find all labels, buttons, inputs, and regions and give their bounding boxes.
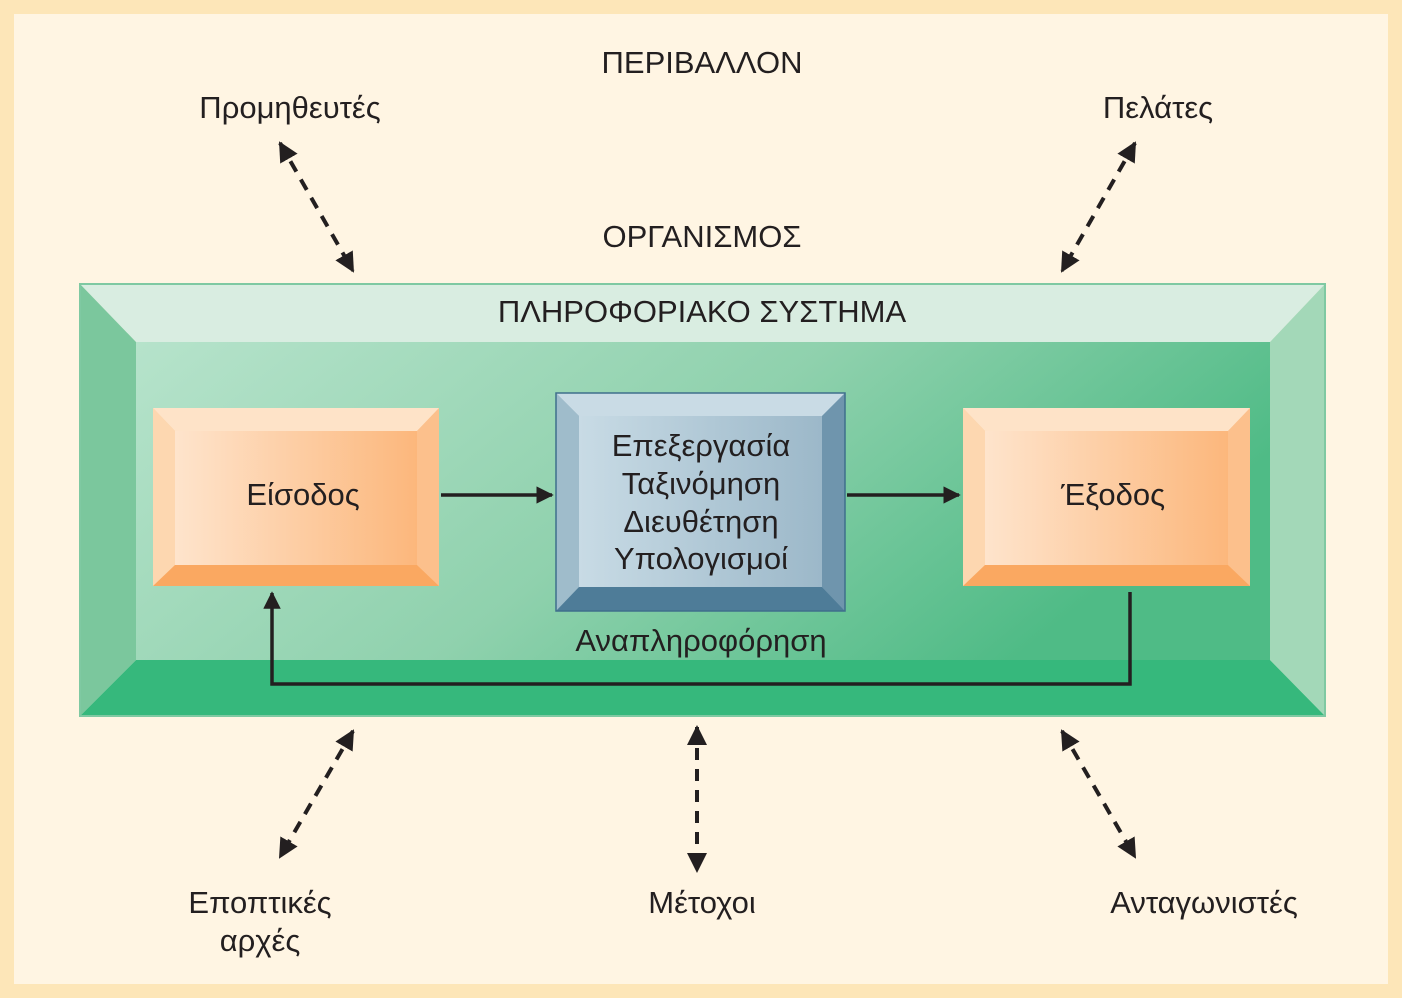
- input-box: [153, 408, 439, 586]
- suppliers-label: Προμηθευτές: [199, 90, 381, 125]
- arranging-label: Διευθέτηση: [623, 504, 779, 539]
- input-label: Είσοδος: [246, 477, 360, 512]
- regulators-arrow: [278, 729, 355, 859]
- environment-title: ΠΕΡΙΒΑΛΛΟΝ: [601, 45, 803, 80]
- processing-box: [555, 392, 846, 612]
- feedback-label: Αναπληροφόρηση: [575, 623, 827, 658]
- output-box: [963, 408, 1250, 586]
- customers-label: Πελάτες: [1102, 90, 1214, 125]
- competitors-arrow: [1060, 729, 1137, 859]
- processing-label: Επεξεργασία: [611, 428, 791, 463]
- information-system-title: ΠΛΗΡΟΦΟΡΙΑΚΟ ΣΥΣΤΗΜΑ: [497, 294, 907, 329]
- organization-title: ΟΡΓΑΝΙΣΜΟΣ: [602, 219, 802, 254]
- regulators-label: Εποπτικές: [188, 885, 332, 920]
- output-label: Έξοδος: [1060, 477, 1166, 512]
- calculations-label: Υπολογισμοί: [613, 541, 789, 576]
- suppliers-arrow: [278, 141, 355, 273]
- regulators-label-line2: αρχές: [219, 923, 301, 958]
- sorting-label: Ταξινόμηση: [621, 466, 781, 501]
- shareholders-label: Μέτοχοι: [648, 885, 756, 920]
- customers-arrow: [1060, 141, 1137, 273]
- feedback-arrow: [263, 591, 1132, 686]
- competitors-label: Ανταγωνιστές: [1110, 885, 1298, 920]
